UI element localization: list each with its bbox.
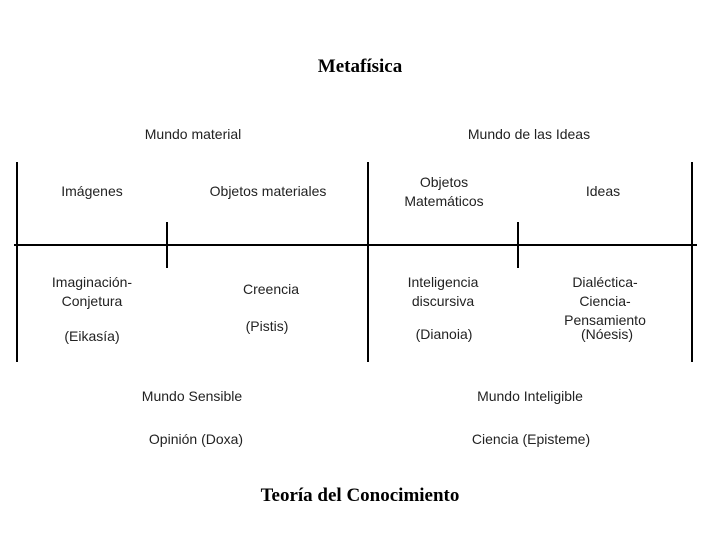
- bottom-label-opinion-doxa: Opinión (Doxa): [148, 431, 244, 447]
- segment-object-objetos-materiales: Objetos materiales: [209, 183, 327, 199]
- divided-line-center-divider: [367, 162, 369, 362]
- segment-greek-eikasia: (Eikasía): [64, 328, 120, 344]
- segment-tick-left: [166, 222, 168, 268]
- segment-faculty-dialectica-ciencia-pensamiento: Dialéctica-Ciencia- Pensamiento: [564, 274, 646, 328]
- bottom-label-ciencia-episteme: Ciencia (Episteme): [471, 431, 591, 447]
- world-label-material: Mundo material: [144, 126, 242, 142]
- divided-line-horizontal-axis: [14, 244, 697, 246]
- segment-greek-dianoia: (Dianoia): [415, 326, 473, 342]
- segment-faculty-imaginacion-conjetura: Imaginación- Conjetura: [51, 274, 133, 309]
- bottom-label-mundo-sensible: Mundo Sensible: [141, 388, 243, 404]
- world-label-ideas: Mundo de las Ideas: [467, 126, 591, 142]
- segment-faculty-inteligencia-discursiva: Inteligencia discursiva: [407, 274, 479, 309]
- segment-faculty-creencia: Creencia: [242, 281, 300, 297]
- segment-tick-right: [517, 222, 519, 268]
- bottom-label-mundo-inteligible: Mundo Inteligible: [477, 388, 583, 404]
- page-title: Metafísica: [317, 56, 403, 77]
- footer-title: Teoría del Conocimiento: [260, 485, 460, 506]
- segment-object-imagenes: Imágenes: [61, 183, 123, 199]
- segment-greek-noesis: (Nóesis): [580, 326, 634, 342]
- divided-line-right-edge: [691, 162, 693, 362]
- segment-object-objetos-matematicos: Objetos Matemáticos: [404, 174, 484, 209]
- segment-greek-pistis: (Pistis): [245, 318, 289, 334]
- divided-line-left-edge: [16, 162, 18, 362]
- segment-object-ideas: Ideas: [585, 183, 621, 199]
